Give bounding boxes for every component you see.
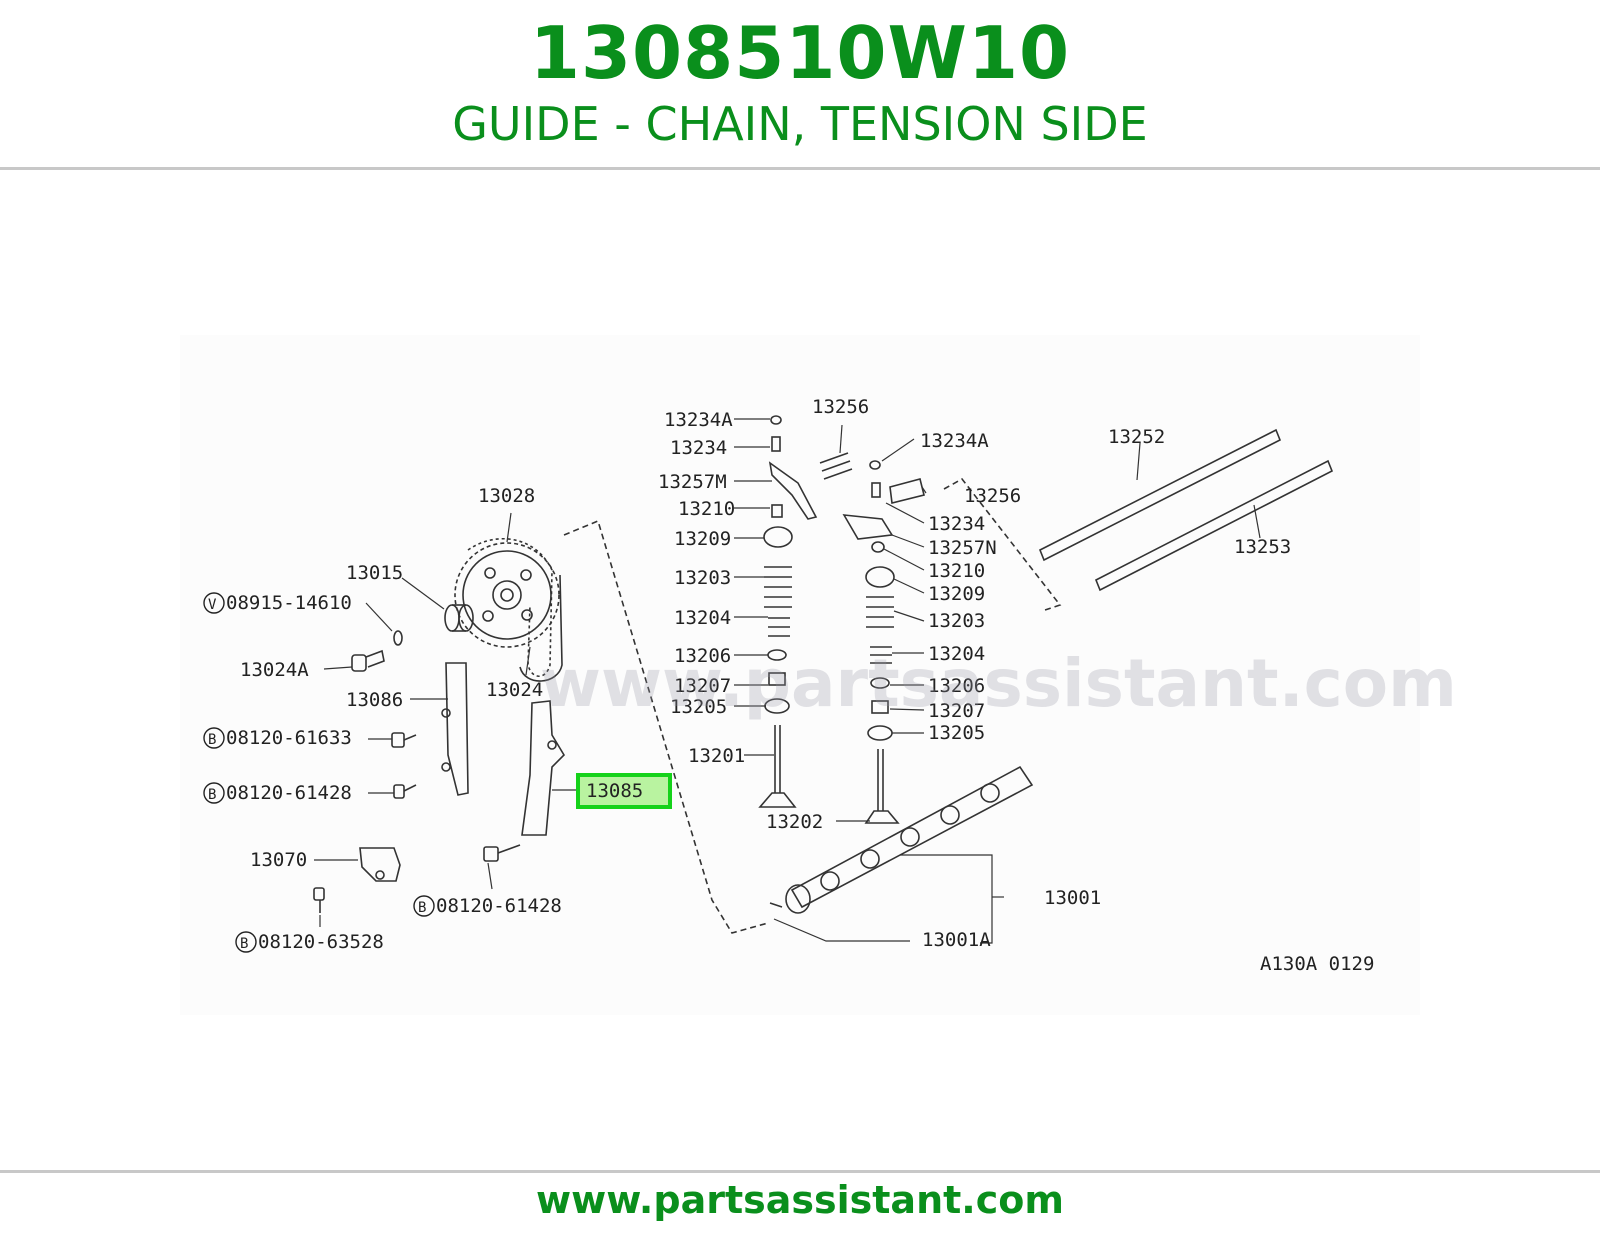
- label-13204: 13204: [928, 643, 985, 665]
- label-13257M: 13257M: [658, 471, 727, 493]
- label-13204: 13204: [674, 607, 731, 629]
- label-13001A: 13001A: [922, 929, 991, 951]
- footer-divider: [0, 1170, 1600, 1173]
- part-description: GUIDE - CHAIN, TENSION SIDE: [452, 97, 1148, 151]
- label-13024A: 13024A: [240, 659, 309, 681]
- label-13257N: 13257N: [928, 537, 997, 559]
- label-13205: 13205: [928, 722, 985, 744]
- label-08120-63528: 08120-63528: [258, 931, 384, 953]
- label-13234: 13234: [928, 513, 985, 535]
- label-13001: 13001: [1044, 887, 1101, 909]
- label-13207: 13207: [928, 700, 985, 722]
- valve-stack-left: [758, 415, 818, 808]
- label-13015: 13015: [346, 562, 403, 584]
- label-08915-14610: 08915-14610: [226, 592, 352, 614]
- label-13206: 13206: [674, 645, 731, 667]
- guide-bolt-hole: [441, 762, 451, 772]
- label-13234A: 13234A: [920, 430, 989, 452]
- timing-chain: [467, 537, 553, 678]
- chain-guide-tension-side: [521, 700, 566, 836]
- guide-bolt-upper: [391, 732, 417, 748]
- highlighted-part-label[interactable]: 13085: [586, 780, 643, 802]
- tensioner-bolt: [313, 887, 325, 913]
- guide-bolt-hole: [441, 708, 451, 718]
- label-08120-61633: 08120-61633: [226, 727, 352, 749]
- rocker-shaft-lower: [1094, 459, 1334, 592]
- label-13210: 13210: [928, 560, 985, 582]
- label-13256: 13256: [964, 485, 1021, 507]
- footer-website-link[interactable]: www.partsassistant.com: [536, 1178, 1064, 1222]
- b-mark-icon: [203, 782, 225, 804]
- washer: [393, 630, 403, 646]
- label-13203: 13203: [928, 610, 985, 632]
- label-13201: 13201: [688, 745, 745, 767]
- label-13202: 13202: [766, 811, 823, 833]
- guide-bolt-lower: [393, 784, 417, 799]
- b-mark-letter: B: [418, 900, 426, 916]
- header-divider: [0, 167, 1600, 170]
- label-13206: 13206: [928, 675, 985, 697]
- label-13024: 13024: [486, 679, 543, 701]
- b-mark-letter: B: [208, 732, 216, 748]
- camshaft: [769, 765, 1034, 914]
- sprocket-spacer: [444, 604, 474, 632]
- figure-code: A130A 0129: [1260, 953, 1374, 975]
- label-13207: 13207: [674, 675, 731, 697]
- label-08120-61428: 08120-61428: [226, 782, 352, 804]
- label-13028: 13028: [478, 485, 535, 507]
- label-13252: 13252: [1108, 426, 1165, 448]
- diagram-background: [180, 335, 1420, 1015]
- label-13205: 13205: [670, 696, 727, 718]
- rocker-shaft-upper: [1038, 428, 1282, 562]
- label-13203: 13203: [674, 567, 731, 589]
- label-13209: 13209: [674, 528, 731, 550]
- cam-sprocket: [454, 542, 560, 648]
- assembly-dashed-outline: [563, 519, 769, 934]
- chain-outline: [519, 574, 563, 682]
- guide-pivot-hole: [547, 740, 557, 750]
- rocker-spring-upper: [819, 452, 853, 480]
- chain-tensioner: [359, 847, 401, 882]
- highlighted-part-box[interactable]: [576, 773, 672, 809]
- b-mark-icon: [235, 931, 257, 953]
- label-13209: 13209: [928, 583, 985, 605]
- label-13234A: 13234A: [664, 409, 733, 431]
- v-mark-letter: V: [208, 597, 217, 613]
- chain-guide-slack-side: [445, 662, 469, 796]
- b-mark-icon: [203, 727, 225, 749]
- rocker-dashed-outline: [943, 477, 1062, 612]
- b-mark-icon: [413, 895, 435, 917]
- part-number-title: 1308510W10: [529, 11, 1071, 95]
- diagram-svg: 13085 13234A 13256 13234A 13234 13252 13…: [180, 335, 1420, 1015]
- b-mark-letter: B: [208, 787, 216, 803]
- sprocket-bolt: [351, 649, 385, 672]
- label-13253: 13253: [1234, 536, 1291, 558]
- tension-guide-bolt: [483, 844, 521, 862]
- label-13256: 13256: [812, 396, 869, 418]
- label-13234: 13234: [670, 437, 727, 459]
- page-header: 1308510W10 GUIDE - CHAIN, TENSION SIDE: [0, 0, 1600, 168]
- label-13086: 13086: [346, 689, 403, 711]
- v-mark-icon: [203, 592, 225, 614]
- label-13070: 13070: [250, 849, 307, 871]
- parts-diagram: 13085 13234A 13256 13234A 13234 13252 13…: [180, 335, 1420, 1015]
- label-13210: 13210: [678, 498, 735, 520]
- b-mark-letter: B: [240, 936, 248, 952]
- label-08120-61428: 08120-61428: [436, 895, 562, 917]
